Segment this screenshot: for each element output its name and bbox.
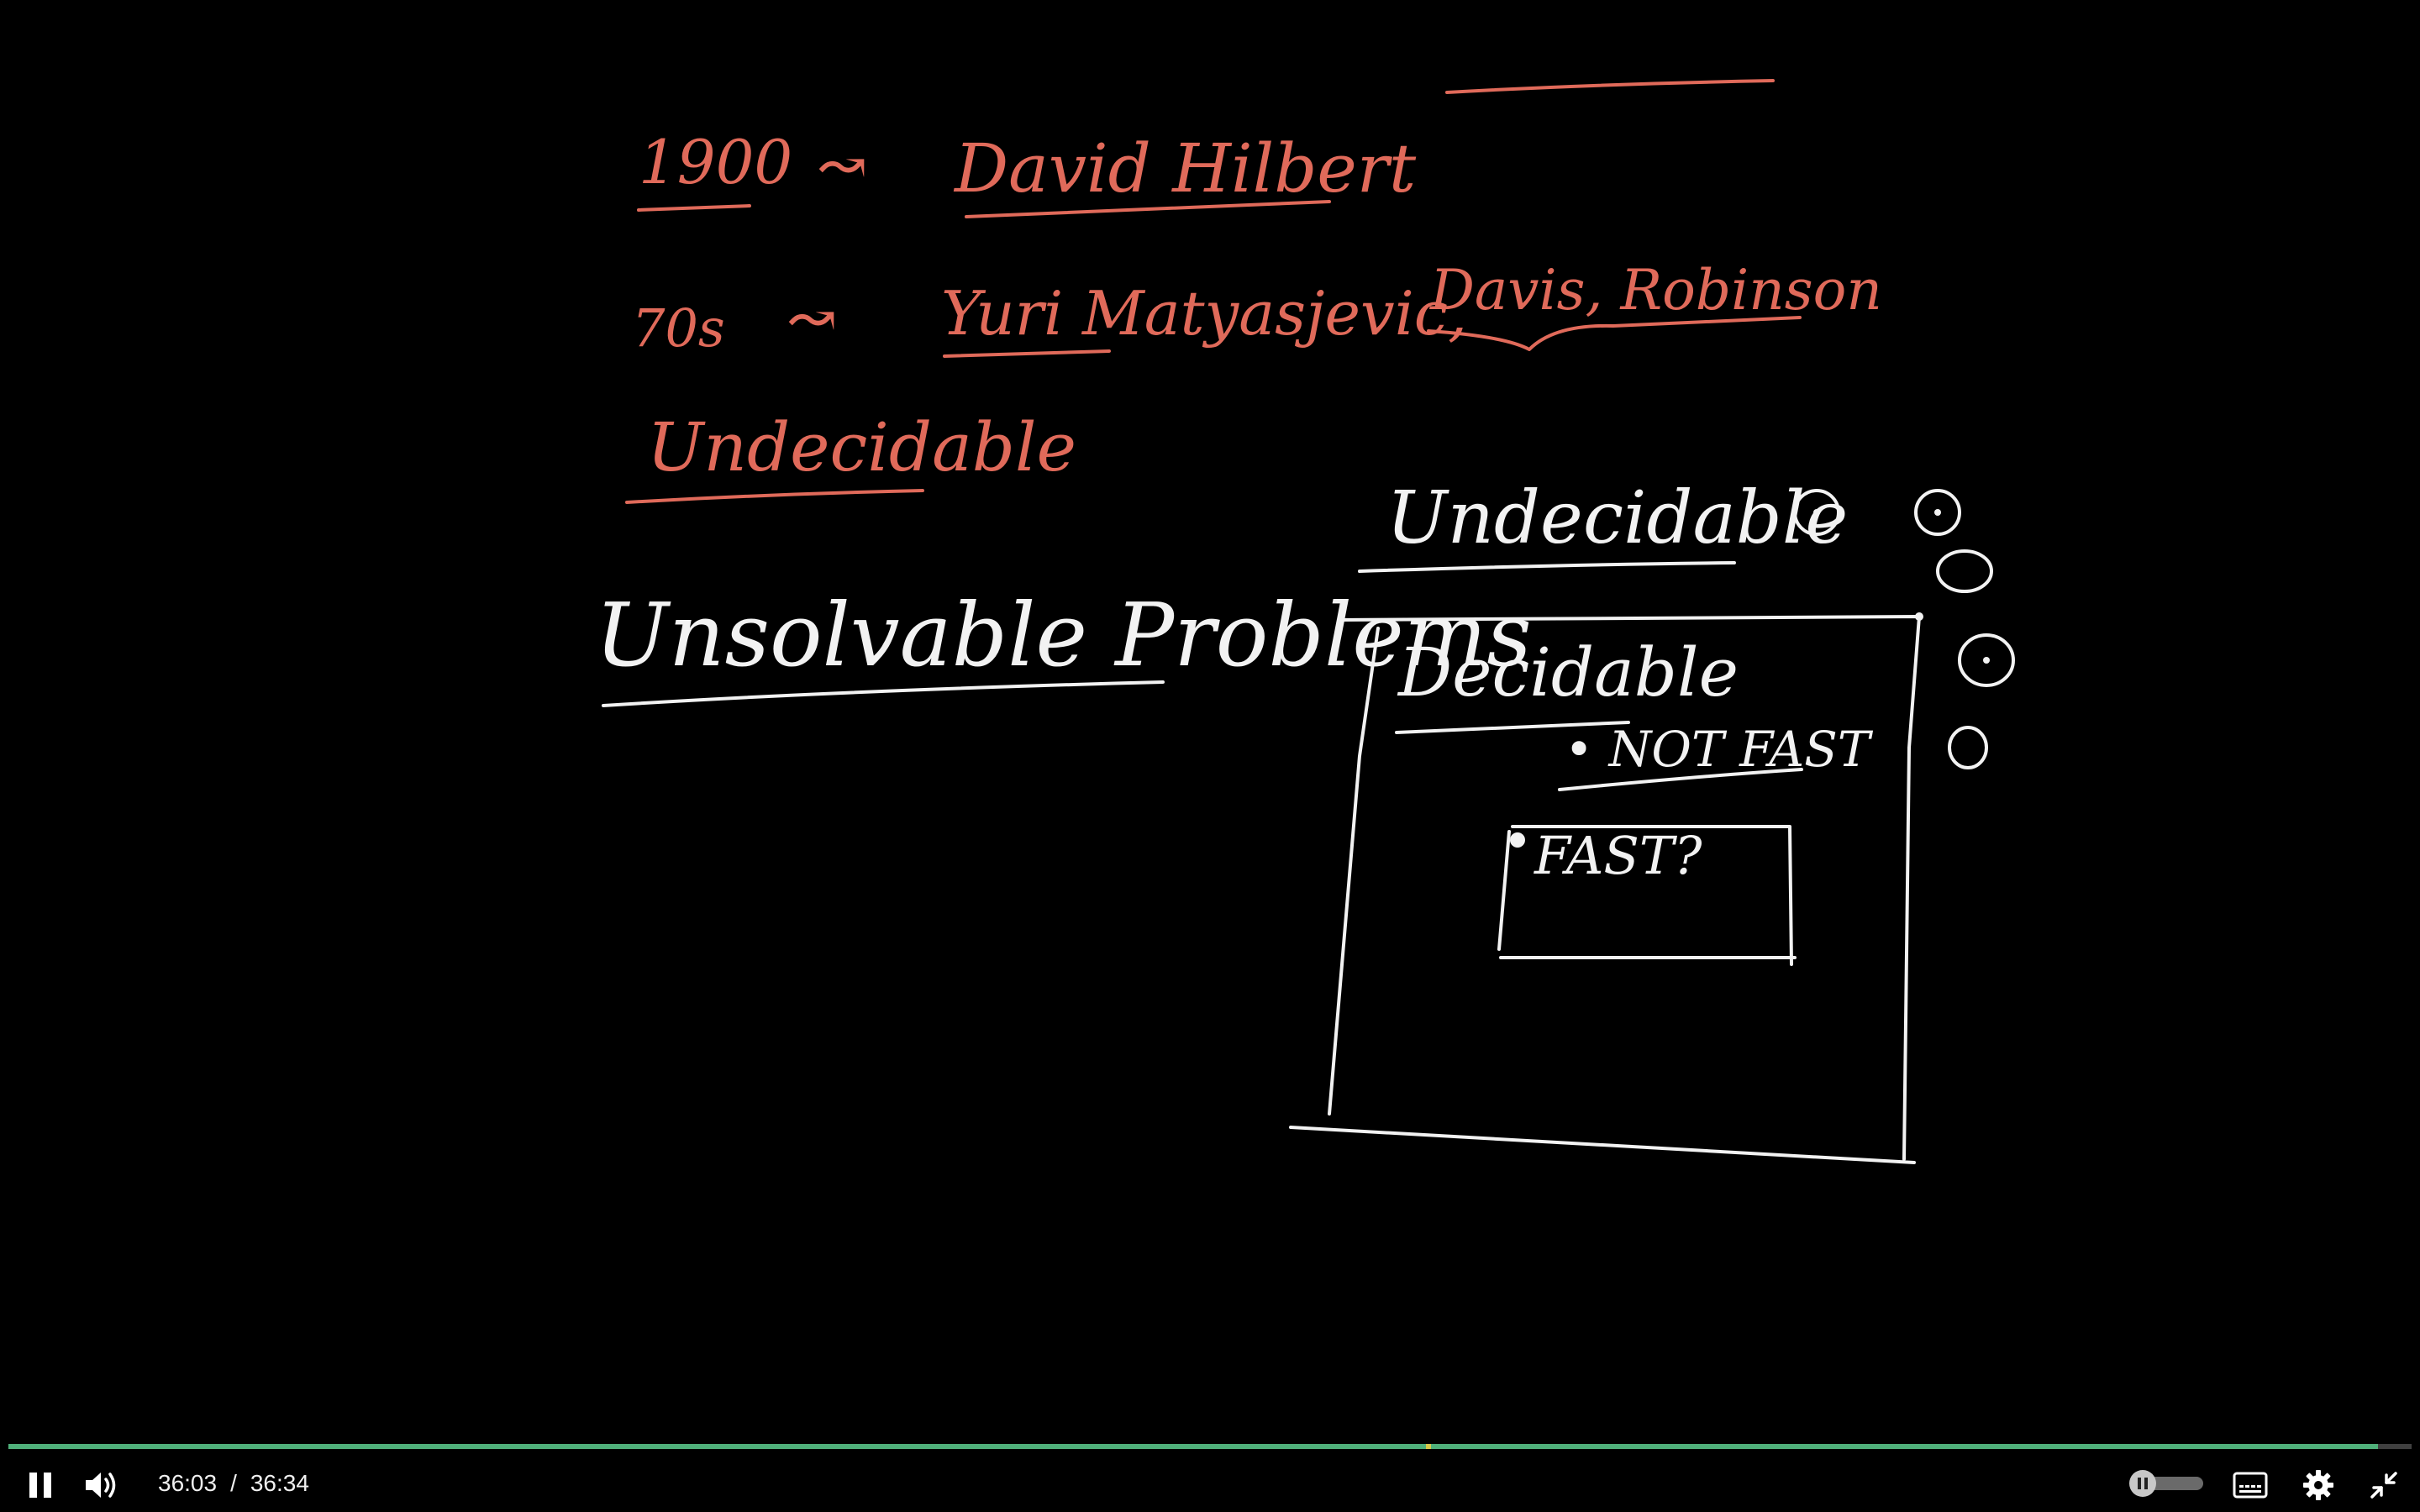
- problem-dot-5: [1948, 726, 1988, 769]
- whiteboard-canvas: 1900 ↝ David Hilbert 70s ↝ Yuri Matyasje…: [595, 79, 2015, 1164]
- exit-fullscreen-button[interactable]: [2366, 1467, 2402, 1504]
- duration: 36:34: [250, 1470, 309, 1496]
- fast-box-dot: [1510, 832, 1525, 848]
- fast-question-text: FAST?: [1534, 825, 1702, 886]
- box-corner-dot: [1915, 612, 1923, 621]
- fast-box-outline: [1497, 825, 1797, 966]
- chapter-marker: [1426, 1444, 1432, 1449]
- control-bar: [0, 1452, 2420, 1512]
- unsolvable-problems-text: Unsolvable Problems: [595, 584, 1532, 686]
- decidable-box-outline: [1289, 615, 1921, 1164]
- year-70s-text: 70s: [632, 297, 725, 359]
- problem-dot-4: [1958, 633, 2015, 687]
- yuri-underline: [943, 349, 1111, 358]
- decidable-text: Decidable: [1397, 633, 1739, 711]
- undecidable-red-text: Undecidable: [647, 408, 1076, 486]
- problem-dot-2: [1914, 489, 1961, 536]
- problem-dot-3: [1936, 549, 1993, 593]
- volume-icon: [86, 1473, 116, 1498]
- current-time: 36:03: [158, 1470, 218, 1496]
- ambient-toggle[interactable]: [2129, 1470, 2205, 1497]
- undecidable-white-underline: [1358, 561, 1736, 573]
- exit-fullscreen-icon: [2370, 1472, 2397, 1499]
- captions-icon: [2233, 1472, 2268, 1499]
- arrow-1900-icon: ↝: [817, 130, 867, 201]
- david-hilbert-text: David Hilbert: [953, 129, 1417, 207]
- problem-dot-4-center: [1983, 657, 1990, 664]
- top-underline-stroke: [1445, 79, 1775, 94]
- yuri-matyasjevic-text: Yuri Matyasjevic,: [941, 278, 1467, 349]
- progress-fill: [8, 1444, 2378, 1449]
- gear-icon: [2303, 1470, 2333, 1500]
- not-fast-underline: [1558, 768, 1803, 791]
- decidable-underline: [1395, 721, 1630, 734]
- david-hilbert-underline: [965, 200, 1331, 218]
- not-fast-text: • NOT FAST: [1565, 721, 1874, 778]
- year-1900-text: 1900: [639, 127, 792, 197]
- davis-robinson-text: Davis, Robinson: [1429, 258, 1882, 323]
- volume-button[interactable]: [81, 1467, 121, 1504]
- undecidable-white-text: Undecidable: [1386, 476, 1848, 560]
- year-1900-underline: [637, 204, 751, 212]
- captions-button[interactable]: [2230, 1467, 2270, 1504]
- time-separator: /: [230, 1470, 237, 1496]
- problem-dot-1-center: [1813, 509, 1820, 516]
- ambient-toggle-icon: [2129, 1470, 2156, 1497]
- problem-dot-2-center: [1934, 509, 1941, 516]
- progress-bar[interactable]: [8, 1444, 2412, 1449]
- problem-dot-1: [1793, 489, 1840, 536]
- pause-icon: [29, 1473, 51, 1498]
- undecidable-red-underline: [625, 489, 924, 504]
- settings-button[interactable]: [2299, 1467, 2338, 1504]
- arrow-70s-icon: ↝: [786, 283, 837, 354]
- unsolvable-problems-underline: [602, 680, 1165, 707]
- davis-robinson-underline: [1427, 316, 1802, 351]
- time-display: 36:03 / 36:34: [158, 1468, 309, 1499]
- pause-button[interactable]: [24, 1468, 57, 1502]
